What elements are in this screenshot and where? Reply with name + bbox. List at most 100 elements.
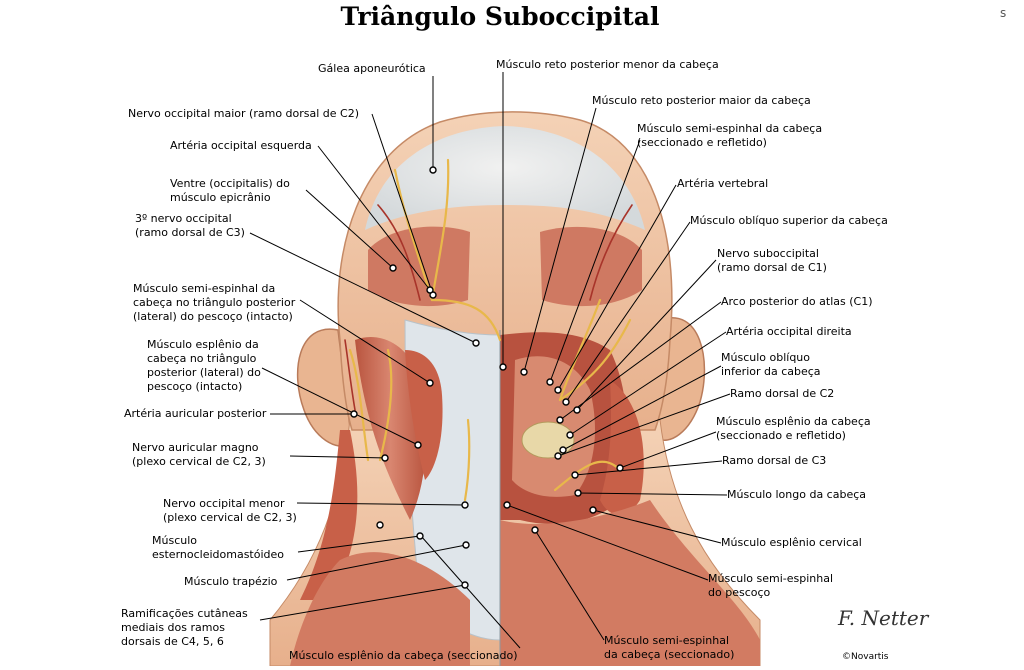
artist-signature: F. Netter (838, 606, 929, 630)
label-longo-cabeca: Músculo longo da cabeça (727, 488, 867, 501)
label-semi-espinhal-triangulo: Músculo semi-espinhal da cabeça no triân… (133, 282, 296, 323)
label-ramo-dorsal-c3: Ramo dorsal de C3 (722, 454, 827, 467)
label-markers (350, 166, 624, 589)
vessels (344, 204, 633, 411)
leader-line (523, 107, 597, 373)
leader-line (289, 455, 386, 459)
label-arteria-auricular-posterior: Artéria auricular posterior (124, 407, 267, 420)
leader-line (557, 184, 677, 391)
right-splenius-cut (600, 380, 644, 515)
label-marker (546, 378, 554, 386)
label-reto-posterior-maior: Músculo reto posterior maior da cabeça (592, 94, 811, 107)
leader-line (577, 492, 728, 496)
occipitalis-left (368, 226, 470, 307)
label-marker (531, 526, 539, 534)
label-nervo-auricular-magno: Nervo auricular magno (plexo cervical de… (132, 441, 266, 468)
label-esplenio-cervical: Músculo esplênio cervical (721, 536, 862, 549)
leader-line (569, 331, 727, 436)
label-obliquo-inferior: Músculo oblíquo inferior da cabeça (721, 351, 821, 378)
leader-line (286, 544, 467, 581)
leader-line (506, 504, 709, 581)
label-marker (462, 541, 470, 549)
figure-title: Triângulo Suboccipital (340, 2, 660, 31)
leader-line (297, 535, 421, 553)
label-esplenio-triangulo: Músculo esplênio da cabeça no triângulo … (147, 338, 261, 393)
leader-line (534, 529, 605, 641)
label-obliquo-superior: Músculo oblíquo superior da cabeça (690, 214, 888, 227)
label-marker (503, 501, 511, 509)
leader-lines (249, 72, 731, 649)
label-marker (461, 581, 469, 589)
leader-line (317, 145, 431, 291)
leader-line (574, 460, 723, 476)
leader-line (305, 189, 394, 269)
leader-line (549, 139, 641, 383)
leader-line (576, 259, 717, 411)
label-marker (414, 441, 422, 449)
label-reto-posterior-menor: Músculo reto posterior menor da cabeça (496, 58, 719, 71)
label-trapezio: Músculo trapézio (184, 575, 278, 588)
label-marker (571, 471, 579, 479)
leader-line (249, 232, 477, 344)
label-marker (554, 386, 562, 394)
right-lower-neck (500, 500, 760, 666)
label-nervo-occipital-maior: Nervo occipital maior (ramo dorsal de C2… (128, 107, 360, 120)
label-galea: Gálea aponeurótica (318, 62, 426, 75)
left-trapezius (290, 552, 470, 666)
label-arteria-vertebral: Artéria vertebral (677, 177, 769, 190)
label-semi-espinhal-refletido: Músculo semi-espinhal da cabeça (seccion… (637, 122, 823, 149)
leader-line (296, 502, 466, 506)
leader-line (592, 509, 722, 544)
label-marker (520, 368, 528, 376)
label-marker (566, 431, 574, 439)
label-nervo-suboccipital: Nervo suboccipital (ramo dorsal de C1) (717, 247, 827, 274)
label-marker (499, 363, 507, 371)
label-marker (429, 166, 437, 174)
label-ventre-occipitalis: Ventre (occipitalis) do músculo epicrâni… (170, 177, 290, 204)
label-nervo-occipital-menor: Nervo occipital menor (plexo cervical de… (163, 497, 297, 524)
label-marker (616, 464, 624, 472)
label-terceiro-nervo-occipital: 3º nervo occipital (ramo dorsal de C3) (135, 212, 245, 239)
leader-line (371, 113, 434, 296)
label-arco-posterior-atlas: Arco posterior do atlas (C1) (721, 295, 873, 308)
label-marker (461, 501, 469, 509)
label-ramo-dorsal-c2: Ramo dorsal de C2 (730, 387, 835, 400)
label-marker (472, 339, 480, 347)
leader-line (420, 535, 521, 649)
label-marker (376, 521, 384, 529)
label-marker (350, 410, 358, 418)
label-semi-espinhal-cabeca-seccionado: Músculo semi-espinhal da cabeça (seccion… (604, 634, 735, 661)
label-arteria-occipital-direita: Artéria occipital direita (726, 325, 852, 338)
label-marker (574, 489, 582, 497)
label-marker (554, 452, 562, 460)
leader-line (299, 299, 431, 384)
leader-line (619, 431, 717, 469)
leader-line (259, 584, 466, 621)
left-scm (300, 430, 358, 600)
leader-line (261, 367, 419, 446)
label-marker (556, 416, 564, 424)
copyright: ©Novartis (842, 652, 889, 662)
label-marker (416, 532, 424, 540)
label-marker (426, 286, 434, 294)
nerves (348, 158, 632, 502)
galea-aponeurotica (365, 126, 645, 230)
label-arteria-occipital-esquerda: Artéria occipital esquerda (170, 139, 312, 152)
label-esternocleidomastoideo: Músculo esternocleidomastóideo (152, 534, 285, 561)
label-marker (389, 264, 397, 272)
label-marker (562, 398, 570, 406)
leader-line (562, 365, 722, 451)
label-esplenio-refletido: Músculo esplênio da cabeça (seccionado e… (716, 415, 871, 442)
label-marker (559, 446, 567, 454)
label-marker (573, 406, 581, 414)
label-semi-espinhal-pescoco: Músculo semi-espinhal do pescoço (708, 572, 834, 599)
leader-line (559, 301, 722, 421)
leader-line (557, 393, 731, 457)
label-ramificacoes-cutaneas: Ramificações cutâneas mediais dos ramos … (121, 607, 248, 648)
label-marker (426, 379, 434, 387)
leader-line (565, 221, 691, 403)
label-marker (381, 454, 389, 462)
label-esplenio-seccionado: Músculo esplênio da cabeça (seccionado) (289, 649, 518, 662)
